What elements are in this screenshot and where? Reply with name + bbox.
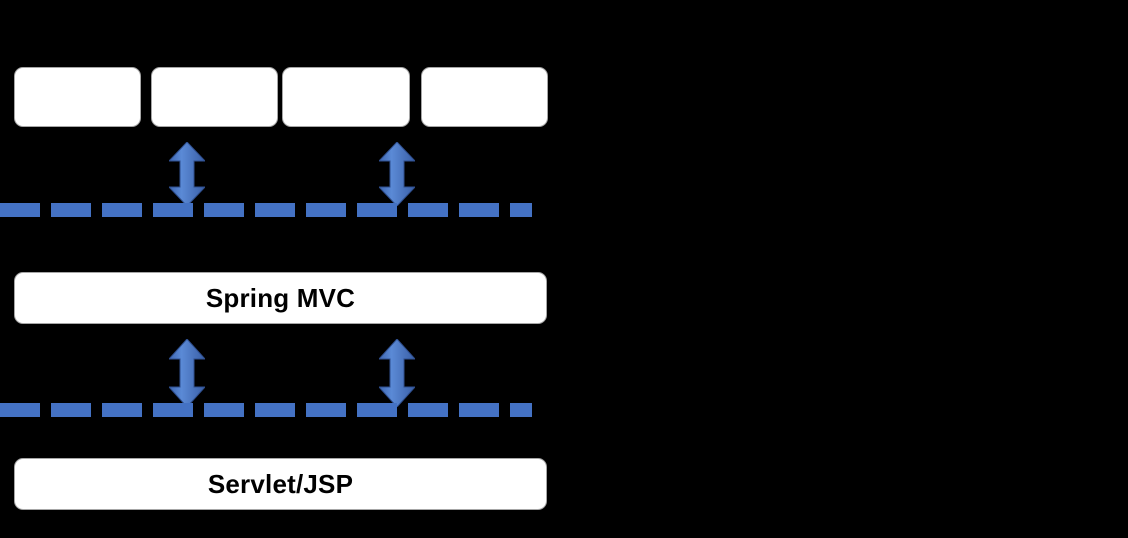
arrow-bottom-left-icon <box>169 339 205 407</box>
dash-segment <box>51 203 91 217</box>
top-box-3[interactable] <box>282 67 410 127</box>
dash-segment <box>255 203 295 217</box>
servlet-jsp-layer[interactable]: Servlet/JSP <box>14 458 547 510</box>
dash-segment <box>459 403 499 417</box>
dash-segment <box>51 403 91 417</box>
dash-segment <box>306 403 346 417</box>
dash-segment <box>408 203 448 217</box>
top-box-4[interactable] <box>421 67 548 127</box>
dash-segment <box>102 403 142 417</box>
dash-segment <box>0 203 40 217</box>
dash-segment <box>459 203 499 217</box>
dash-segment <box>510 203 532 217</box>
servlet-jsp-label: Servlet/JSP <box>207 469 354 499</box>
dash-segment <box>102 203 142 217</box>
dash-segment <box>510 403 532 417</box>
spring-mvc-label: Spring MVC <box>205 283 356 313</box>
dash-segment <box>153 403 193 417</box>
arrow-bottom-right-icon <box>379 339 415 407</box>
arrow-top-right-icon <box>379 142 415 206</box>
top-box-2[interactable] <box>151 67 278 127</box>
dashed-divider-lower <box>0 403 532 417</box>
dash-segment <box>357 403 397 417</box>
dash-segment <box>204 203 244 217</box>
spring-mvc-layer[interactable]: Spring MVC <box>14 272 547 324</box>
dash-segment <box>408 403 448 417</box>
dashed-divider-upper <box>0 203 532 217</box>
dash-segment <box>204 403 244 417</box>
dash-segment <box>255 403 295 417</box>
dash-segment <box>357 203 397 217</box>
top-box-1[interactable] <box>14 67 141 127</box>
dash-segment <box>0 403 40 417</box>
dash-segment <box>153 203 193 217</box>
dash-segment <box>306 203 346 217</box>
arrow-top-left-icon <box>169 142 205 206</box>
